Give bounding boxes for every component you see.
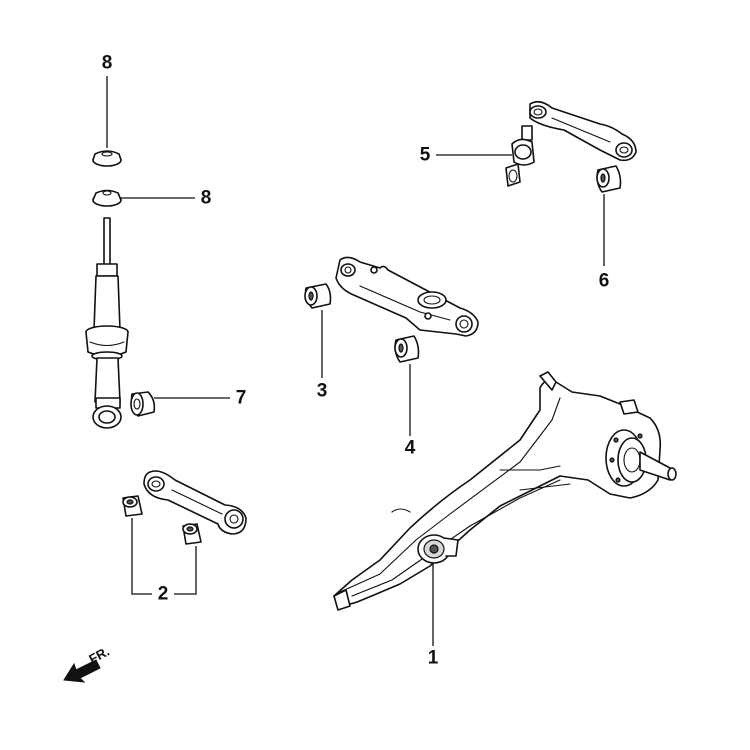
upper-control-arm [529, 100, 637, 162]
leader-2 [131, 518, 197, 595]
front-direction-arrow-icon [63, 659, 101, 683]
upper-arm-end-bushing [596, 165, 622, 193]
upper-arm-bushing-front [304, 283, 332, 309]
callout-2: 2 [158, 584, 169, 605]
upper-arm-bushing-rear [394, 335, 420, 363]
lower-arm-link [143, 470, 247, 535]
callout-8-mid: 8 [201, 188, 212, 209]
lower-arm-bushing-right [182, 523, 202, 545]
callout-7: 7 [236, 388, 247, 409]
callout-6: 6 [599, 271, 610, 292]
shock-lower-bushing [130, 391, 156, 417]
lower-arm-bushing-left [122, 495, 143, 517]
callout-3: 3 [317, 381, 328, 402]
callout-5: 5 [420, 145, 431, 166]
callout-1: 1 [428, 648, 439, 669]
trailing-arm-knuckle [333, 371, 677, 611]
upper-mount-bushing-top [92, 150, 122, 167]
shock-absorber [85, 217, 129, 429]
upper-mount-bushing-bottom [92, 189, 122, 207]
trailing-upper-arm [335, 256, 479, 337]
ball-joint [505, 125, 535, 187]
callout-8-top: 8 [102, 53, 113, 74]
callout-4: 4 [405, 438, 416, 459]
